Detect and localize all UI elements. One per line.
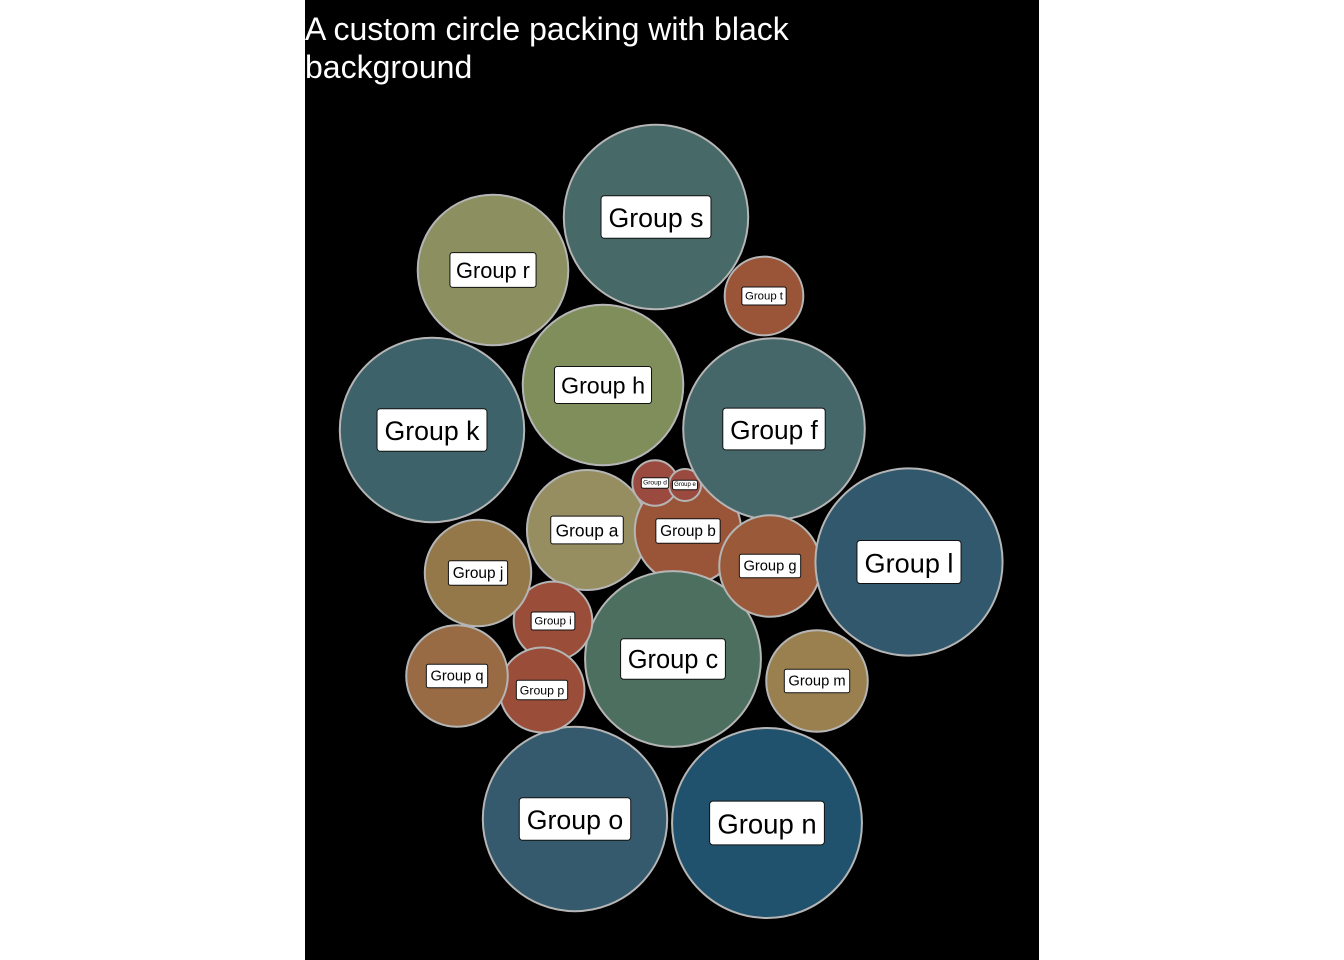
label-text-group-s: Group s [609, 203, 704, 233]
label-group-g: Group g [738, 553, 802, 579]
label-group-f: Group f [722, 407, 826, 451]
label-group-d: Group d [640, 477, 670, 489]
label-box-group-s [600, 195, 712, 239]
label-group-h: Group h [553, 366, 653, 404]
label-group-q: Group q [425, 663, 489, 689]
label-box-group-a [550, 515, 624, 545]
label-text-group-q: Group q [430, 668, 483, 684]
label-text-group-r: Group r [456, 258, 530, 283]
label-box-group-i [530, 611, 576, 631]
label-group-e: Group e [671, 479, 699, 491]
label-text-group-f: Group f [730, 415, 818, 445]
label-text-group-i: Group i [534, 615, 571, 627]
plot-panel: A custom circle packing with black backg… [305, 0, 1039, 960]
label-group-l: Group l [856, 539, 962, 585]
label-text-group-e: Group e [674, 482, 696, 488]
label-box-group-j [447, 560, 509, 586]
label-group-s: Group s [600, 195, 712, 239]
label-box-group-c [620, 638, 726, 680]
label-text-group-g: Group g [743, 558, 796, 574]
label-box-group-k [376, 408, 488, 452]
label-box-group-p [515, 679, 569, 701]
label-box-group-l [856, 539, 962, 585]
chart-title: A custom circle packing with black backg… [305, 11, 789, 85]
label-group-n: Group n [709, 800, 825, 846]
label-text-group-l: Group l [865, 547, 954, 578]
label-text-group-t: Group t [745, 290, 784, 302]
label-text-group-k: Group k [385, 416, 481, 446]
label-group-t: Group t [741, 286, 787, 306]
label-box-group-r [449, 252, 537, 288]
label-text-group-c: Group c [628, 646, 719, 674]
label-group-a: Group a [550, 515, 624, 545]
label-box-group-d [640, 477, 670, 489]
label-text-group-b: Group b [660, 523, 716, 540]
label-text-group-h: Group h [561, 373, 645, 399]
label-group-k: Group k [376, 408, 488, 452]
label-group-i: Group i [530, 611, 576, 631]
label-box-group-m [783, 668, 851, 694]
label-text-group-d: Group d [643, 480, 667, 487]
labels-layer: Group a Group b Group c Group d Group e Group… [376, 195, 962, 846]
label-box-group-g [738, 553, 802, 579]
label-group-b: Group b [655, 518, 721, 544]
label-box-group-n [709, 800, 825, 846]
label-text-group-n: Group n [717, 808, 816, 839]
label-group-c: Group c [620, 638, 726, 680]
label-box-group-h [553, 366, 653, 404]
label-text-group-m: Group m [788, 673, 845, 689]
label-text-group-j: Group j [453, 565, 504, 582]
label-box-group-f [722, 407, 826, 451]
label-group-m: Group m [783, 668, 851, 694]
label-text-group-p: Group p [520, 683, 565, 697]
label-group-j: Group j [447, 560, 509, 586]
label-box-group-q [425, 663, 489, 689]
label-box-group-o [518, 797, 632, 841]
label-group-p: Group p [515, 679, 569, 701]
label-box-group-t [741, 286, 787, 306]
label-text-group-o: Group o [527, 805, 624, 835]
label-box-group-b [655, 518, 721, 544]
label-box-group-e [671, 479, 699, 491]
circle-packing-chart: Group a Group b Group c Group d Group e Group… [338, 123, 1004, 919]
label-group-r: Group r [449, 252, 537, 288]
label-text-group-a: Group a [556, 521, 619, 541]
label-group-o: Group o [518, 797, 632, 841]
